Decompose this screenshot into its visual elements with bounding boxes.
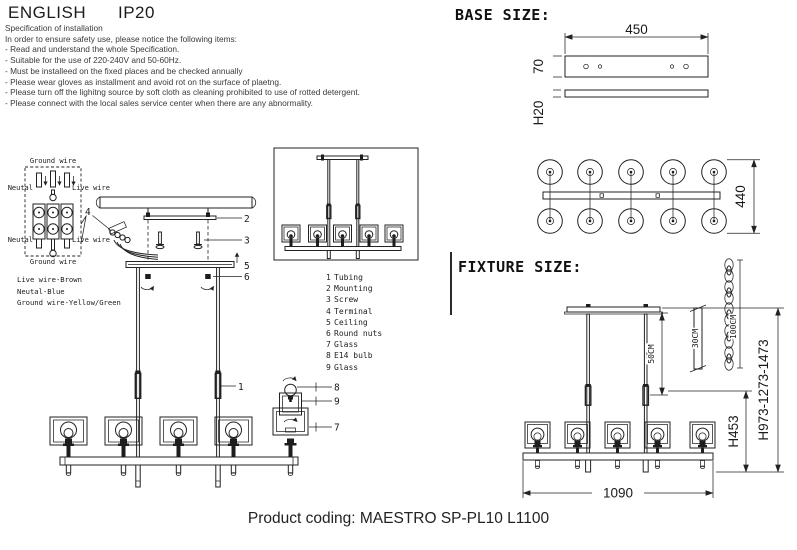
fixture-top-view: 440 [537,159,760,234]
chain-100cm: 100CM [724,258,743,371]
rod-30cm: 30CM [690,304,707,373]
base-top-view [564,55,709,78]
base-side-view [564,89,709,98]
overview-diagram [273,147,419,261]
shade-circles [537,159,727,234]
dim-70: 70 [531,55,562,78]
body-height-dim: H453 [726,415,741,447]
hanger-nub [655,193,660,198]
dim-h20: H20 [531,89,561,126]
base-thickness-dim: H20 [531,101,546,126]
fs-bar [522,452,714,473]
legend-neutral: Neutal-Blue [17,287,65,296]
spec-intro: In order to ensure safety use, please no… [5,33,237,44]
exploded-lamp-detail [272,376,309,476]
dim-440: 440 [727,159,760,234]
base-size-diagram: 450 70 H20 [531,22,709,126]
round-nuts [140,274,214,291]
overview-chandelier [281,154,404,259]
callout-7: 7 [334,423,340,434]
wiring-box [24,166,82,257]
spec-item: - Please connect with the local sales se… [5,97,313,108]
fixture-size-title: FIXTURE SIZE: [458,258,582,276]
ceiling-plate [125,261,235,268]
rod-option-dim: 30CM [691,329,700,348]
spec-item: - Suitable for the use of 220-240V and 5… [5,55,182,66]
callout-lines-4 [80,215,111,245]
bottom-wires [36,238,70,258]
dim-50cm: 50CM [646,312,668,396]
dim-total-height: H973-1273-1473 [662,307,784,473]
callout-3: 3 [244,236,250,247]
section-divider [450,252,452,315]
ground-wire-bottom-label: Ground wire [30,258,76,266]
hanger-nub [599,193,604,198]
spec-item: - Must be installeed on the fixed places… [5,65,243,76]
callout-2: 2 [244,214,250,225]
top-wires [36,170,76,188]
neutral-bottom-label: Neutal [8,236,33,244]
total-height-dim: H973-1273-1473 [756,339,771,440]
live-top-label: Live wire [72,184,110,192]
top-view-bar [542,191,721,200]
ground-wire-top-label: Ground wire [30,157,76,165]
overview-frame [273,147,419,261]
product-coding: Product coding: MAESTRO SP-PL10 L1100 [247,510,550,527]
fixture-size-diagram: 50CM 1090 H453 [522,258,784,501]
language-label: ENGLISH [8,3,87,22]
fs-ceiling-plate [564,304,663,315]
legend-ground: Ground wire-Yellow/Green [17,298,121,307]
lamp-shades [49,416,253,476]
dim-450: 450 [564,22,709,54]
wiring-diagram: Ground wire Ne [8,157,121,307]
installation-diagram: 2 3 4 [49,196,340,488]
fs-rods [584,313,650,454]
screws [155,231,203,250]
dim-1090: 1090 [522,461,714,501]
callout-8: 8 [334,383,340,394]
ceiling-hatch [95,196,257,209]
terminal-connector [107,221,159,260]
callout-lines-789 [297,382,332,432]
base-depth-dim: 70 [531,59,546,74]
rod-length-dim: 50CM [647,344,656,363]
live-bottom-label: Live wire [72,236,110,244]
mounting-bar [143,208,217,220]
chain-length-dim: 100CM [729,315,738,339]
spec-item: - Read and understand the whole Specific… [5,44,180,55]
fixture-width-dim: 1090 [603,486,633,501]
specification-text: Specification of installation In order t… [5,23,360,109]
neutral-top-label: Neutal [8,184,33,192]
bottom-bar [59,456,299,488]
fs-shades [524,421,716,469]
base-size-title: BASE SIZE: [455,6,551,24]
callout-4: 4 [85,207,91,218]
dim-h453: H453 [668,390,784,473]
callout-9: 9 [334,397,340,408]
callout-5: 5 [244,261,250,272]
callout-6: 6 [244,272,250,283]
base-width-dim: 450 [625,22,648,37]
ip-rating-label: IP20 [118,3,155,22]
spec-item: - Please wear gloves as installment and … [5,76,282,87]
spec-item: - Please turn off the lighitng source by… [5,87,360,98]
spec-title: Specification of installation [5,23,103,33]
top-span-dim: 440 [733,185,748,208]
legend-live: Live wire-Brown [17,275,82,284]
callout-1: 1 [238,382,244,393]
